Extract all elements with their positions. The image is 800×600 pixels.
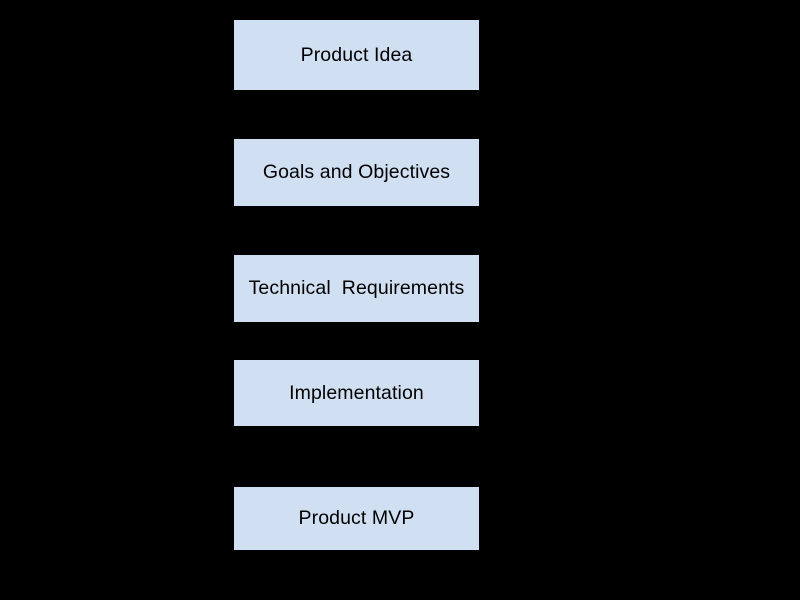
flowchart-node-product-idea[interactable]: Product Idea [234,20,479,90]
flowchart-node-technical-requirements[interactable]: Technical Requirements [234,255,479,322]
flowchart-node-product-mvp[interactable]: Product MVP [234,487,479,550]
flowchart-node-label: Product MVP [298,507,415,530]
flowchart-node-implementation[interactable]: Implementation [234,360,479,426]
flowchart-node-label: Product Idea [300,43,413,66]
flowchart-node-label: Technical Requirements [248,277,465,300]
flowchart-node-label: Goals and Objectives [262,161,451,184]
flowchart-node-goals-and-objectives[interactable]: Goals and Objectives [234,139,479,206]
flowchart-node-label: Implementation [289,381,424,404]
